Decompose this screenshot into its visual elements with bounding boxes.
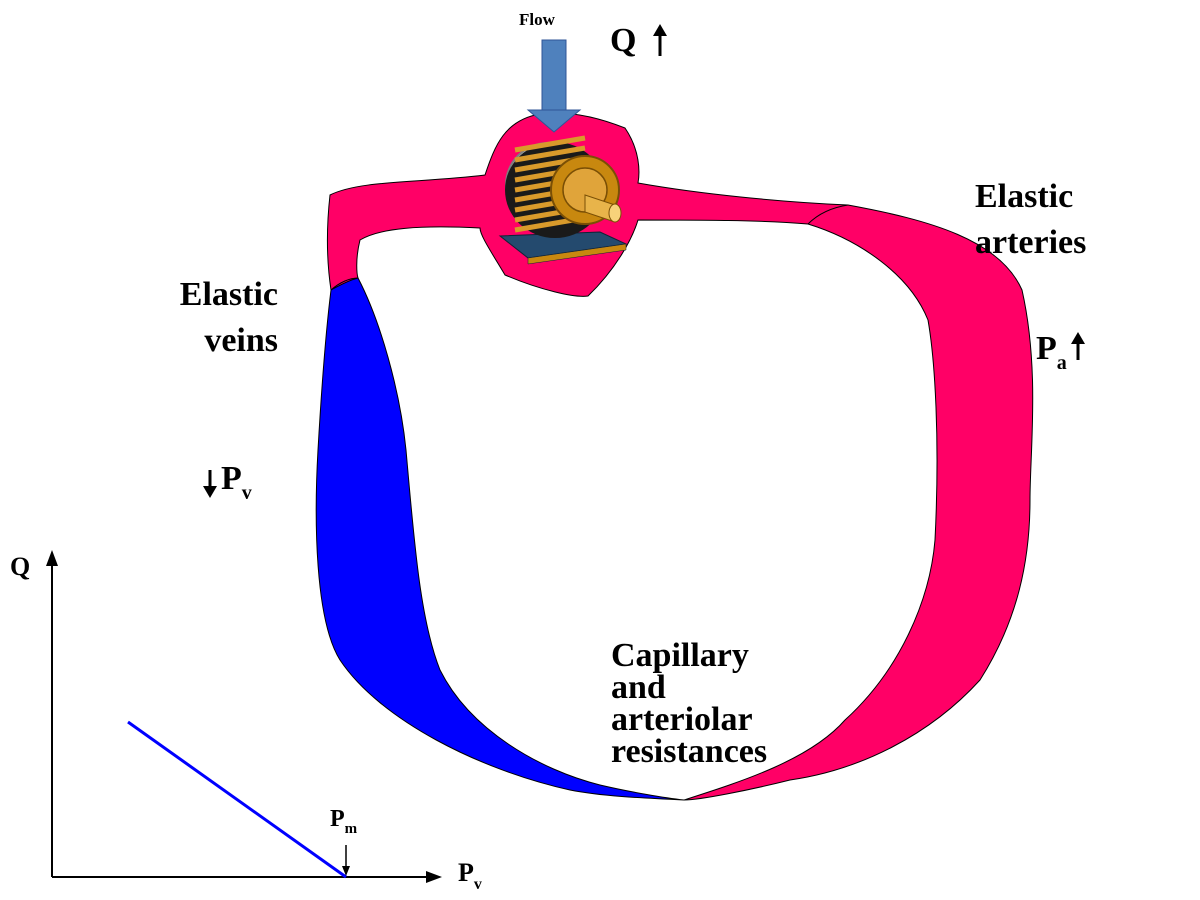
pa-subscript: a <box>1056 352 1067 374</box>
artery-seam <box>807 204 849 225</box>
graph-pm-base: P <box>330 806 345 832</box>
venous-return-line <box>127 720 347 879</box>
pv-down-arrow-icon <box>203 470 217 498</box>
elastic-arteries-line2: arteries <box>975 224 1087 261</box>
flow-arrow <box>526 39 582 133</box>
capillary-line3: arteriolar <box>611 701 753 738</box>
elastic-veins-label: Elastic veins <box>160 272 278 364</box>
pa-base: P <box>1036 330 1057 367</box>
capillary-resistances-label: Capillary and arteriolar resistances <box>611 637 768 770</box>
capillary-line2: and <box>611 669 666 706</box>
graph-x-label: Pv <box>458 858 482 894</box>
pa-label: Pa <box>1036 326 1067 386</box>
elastic-arteries-label: Elastic arteries <box>975 174 1086 266</box>
graph-pm-label: Pm <box>330 806 357 838</box>
elastic-veins-line1: Elastic <box>179 276 278 313</box>
graph-y-label: Q <box>10 552 31 581</box>
flow-label: Flow <box>519 10 555 29</box>
motor-pump-icon <box>498 135 628 265</box>
venous-band <box>315 277 685 801</box>
vein-pump-seam <box>330 277 359 291</box>
y-axis-arrowhead <box>46 550 58 566</box>
pa-up-arrow-icon <box>1071 332 1085 360</box>
graph-pm-subscript: m <box>344 821 358 837</box>
pump-chamber <box>326 112 1034 801</box>
q-up-arrow-icon <box>653 24 667 56</box>
pv-base: P <box>221 460 242 497</box>
capillary-line1: Capillary <box>611 637 749 674</box>
capillary-line4: resistances <box>611 733 768 770</box>
pv-subscript: v <box>241 482 252 504</box>
motor-rib <box>514 135 586 153</box>
q-label: Q <box>610 22 637 59</box>
motor-rib <box>514 145 586 163</box>
q-pv-graph <box>46 550 442 883</box>
graph-x-base: P <box>458 858 474 887</box>
pv-label: Pv <box>221 456 252 516</box>
elastic-veins-line2: veins <box>204 322 278 359</box>
x-axis-arrowhead <box>426 871 442 883</box>
graph-x-subscript: v <box>473 876 482 893</box>
pm-marker-arrowhead <box>342 866 350 876</box>
elastic-arteries-line1: Elastic <box>975 178 1074 215</box>
